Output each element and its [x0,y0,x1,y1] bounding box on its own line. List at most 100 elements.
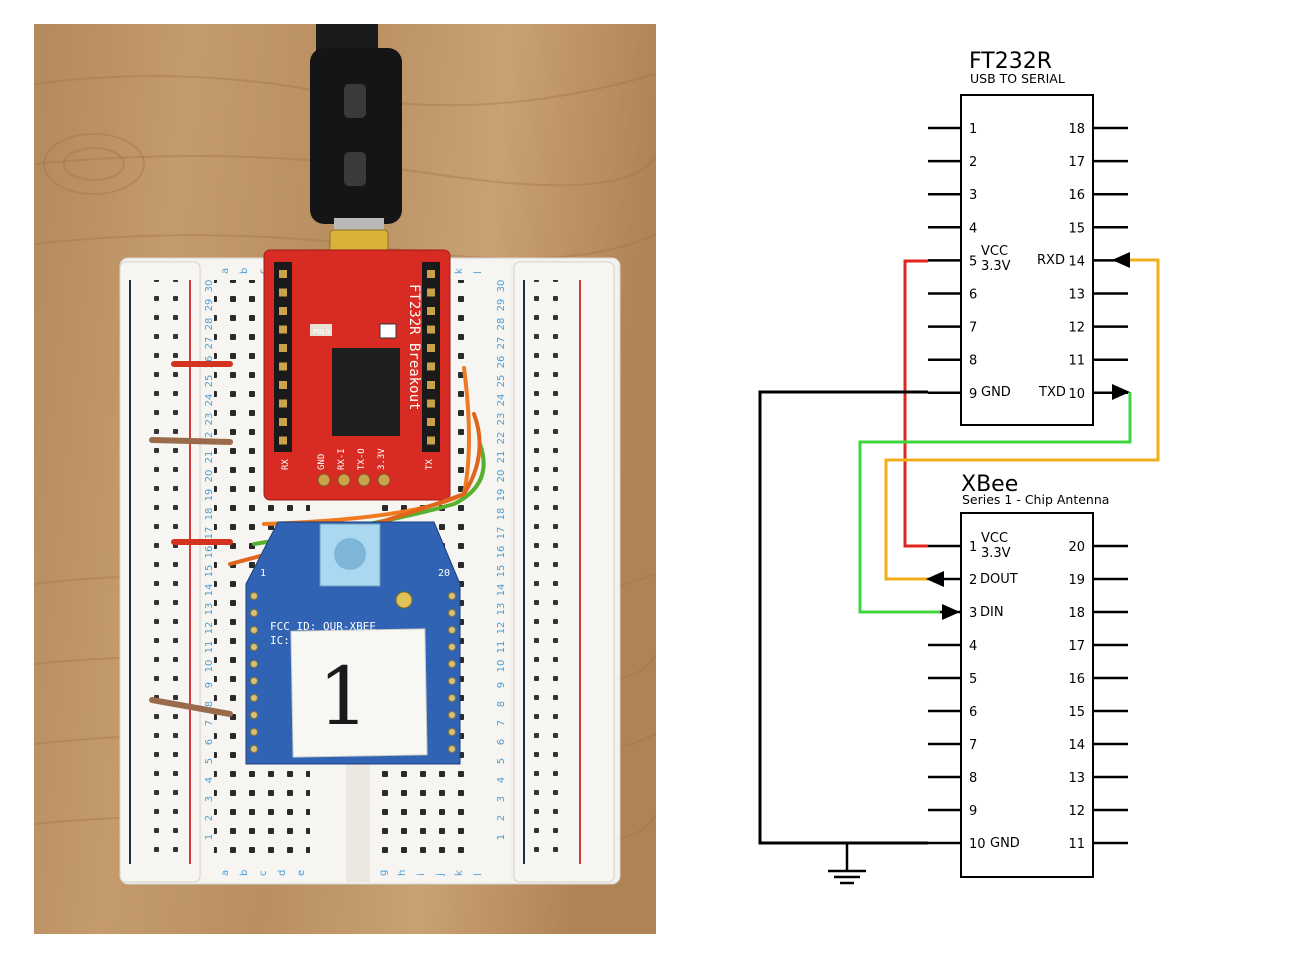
xbee-3v3-label: 3.3V [981,546,1011,561]
column-letters: aabbccddeegghhiijjkkll [220,268,484,877]
xbee-pin-number: 13 [1068,771,1085,786]
xbee-body [960,512,1094,878]
breadboard-column-letter: b [239,870,250,876]
xbee-pin-number: 18 [1068,606,1085,621]
xbee-pin-number: 2 [969,573,977,588]
breadboard-row-number: 30 [204,280,215,293]
xbee-pin-number: 15 [1068,705,1085,720]
header-pin [279,270,287,278]
header-pin [279,381,287,389]
header-pin [427,418,435,426]
ft232r-rxd-label: RXD [1037,253,1065,268]
xbee-edge-pin [448,694,456,702]
xbee-edge-pin [448,660,456,668]
breadboard-column-letter: g [378,870,389,876]
xbee-pin1-mark: 1 [260,568,266,579]
ft232r-pin-number: 1 [969,122,977,137]
breadboard-row-number: 9 [204,682,215,688]
xbee-edge-pin [448,609,456,617]
ft232r-pin-number: 9 [969,387,977,402]
breadboard-column-letter: i [416,873,427,876]
xbee-gnd-label: GND [990,836,1020,851]
header-pin [427,288,435,297]
breadboard-row-number: 22 [204,432,215,445]
ft232r-silkscreen: FT232R Breakout [406,284,422,410]
row-numbers-right: 3029282726252423222120191817161514131211… [496,280,507,841]
breadboard-column-letter: l [473,873,484,876]
ft232r-pin-label: 3.3V [377,448,387,470]
breadboard-row-number: 20 [204,470,215,483]
ft232r-pin-number: 7 [969,321,977,336]
ft232r-pin-number: 5 [969,254,977,269]
txd-arrow-icon [1112,384,1130,400]
breadboard-row-number: 21 [204,451,215,464]
ft232r-3v3-label: 3.3V [981,259,1011,274]
xbee-vcc-label: VCC [981,531,1008,546]
header-pin [427,344,435,352]
breadboard-column-letter: b [239,268,250,274]
breadboard-row-number: 13 [496,603,507,616]
header-pin [427,436,435,445]
breadboard-row-number: 24 [204,394,215,407]
ft232r-pin-number: 10 [1068,387,1085,402]
ft232r-pin-label: TX-O [357,448,367,470]
paper-label-number: 1 [318,650,369,743]
breadboard-row-number: 15 [496,565,507,578]
breadboard-row-number: 20 [496,470,507,483]
xbee-pin-number: 20 [1068,540,1085,555]
breadboard-row-number: 28 [496,318,507,331]
breadboard-row-number: 21 [496,451,507,464]
xbee-edge-pin [250,677,258,685]
xbee-edge-pin [250,592,258,600]
ft232r-pin-label: RX-I [337,448,347,470]
dout-to-rx-wire [884,258,1160,581]
breadboard-row-number: 2 [496,815,507,821]
breadboard-row-number: 12 [496,622,507,635]
breadboard-row-number: 4 [204,777,215,783]
breadboard-column-letter: h [397,870,408,876]
xbee-edge-pin [448,745,456,753]
xbee-edge-pin [250,745,258,753]
xbee-pin-number: 11 [1068,837,1085,852]
ft232r-pin-number: 16 [1068,188,1085,203]
xbee-edge-pin [250,660,258,668]
xbee-edge-pin [448,592,456,600]
breadboard-row-number: 23 [496,413,507,426]
header-pin [279,418,287,426]
ft232r-pin-number: 13 [1068,288,1085,303]
ft232r-gnd-label: GND [981,385,1011,400]
breadboard-row-number: 18 [204,508,215,521]
ft232r-pin-label: RX [281,459,291,470]
breadboard-row-number: 12 [204,622,215,635]
ft232r-pin-label: TX [425,459,435,470]
xbee-pin-number: 7 [969,738,977,753]
breadboard-row-number: 29 [496,299,507,312]
ground-symbol-icon [828,843,866,885]
xbee-module: FCC ID: OUR-XBEE IC: 4 1 20 1 [245,521,461,765]
header-pin [279,436,287,445]
ft232r-symbol: FT232R USB TO SERIAL 1234567891817161514… [928,49,1128,426]
header-pin [279,288,287,297]
breadboard-row-number: 5 [496,758,507,764]
header-pin [279,362,287,371]
breadboard-row-number: 11 [204,641,215,654]
xbee-pin-number: 16 [1068,672,1085,687]
breadboard-row-number: 19 [496,489,507,502]
breadboard-row-number: 9 [496,682,507,688]
xbee-pin-number: 19 [1068,573,1085,588]
ft232r-body [960,94,1094,426]
breadboard-photo: 3029282726252423222120191817161514131211… [34,24,656,934]
breadboard-row-number: 18 [496,508,507,521]
xbee-pin-number: 12 [1068,804,1085,819]
breadboard-row-number: 16 [204,546,215,559]
xbee-title: XBee [961,472,1018,497]
breadboard-row-number: 19 [204,489,215,502]
chip-mark-polg: POLG [313,328,330,336]
breadboard-row-number: 1 [496,834,507,840]
xbee-pin20-mark: 20 [438,568,450,579]
xbee-edge-pin [250,694,258,702]
breadboard-row-number: 16 [496,546,507,559]
